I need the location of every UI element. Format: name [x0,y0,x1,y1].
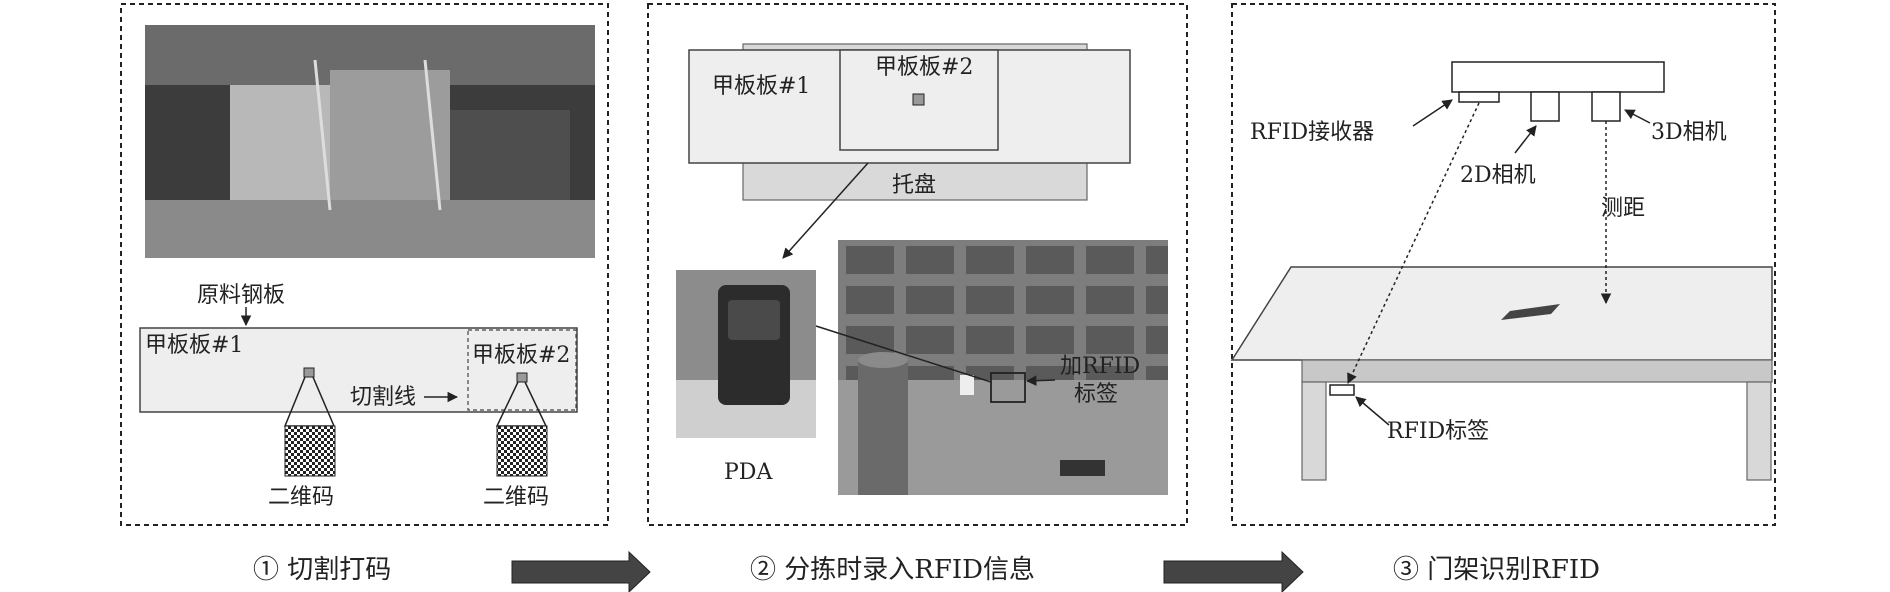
camera-2d-arrow [1514,125,1537,154]
raw-plate-label: 原料钢板 [197,283,285,308]
plate-marker [1501,304,1560,320]
camera-3d-label: 3D相机 [1651,120,1727,145]
steel-structure-photo [838,240,1168,495]
step-2-to-3-arrow [1163,550,1304,592]
tag-arrow [1355,396,1390,426]
p2-plate-2-label: 甲板板#2 [875,55,973,80]
panel-1-frame [120,3,609,526]
qr-label-2: 二维码 [483,485,549,510]
step-3-label: ③ 门架识别RFID [1393,555,1600,585]
cut-line-label: 切割线 [350,385,416,410]
gantry-beam [1451,61,1665,93]
camera-2d-label: 2D相机 [1460,163,1536,188]
add-rfid-label-line2: 标签 [1074,382,1118,407]
rfid-tag-highlight [990,372,1026,403]
p2-plate-1-label: 甲板板#1 [712,74,810,99]
panel-3-frame [1231,3,1776,526]
tag-label: RFID标签 [1387,419,1489,444]
pda-to-tag-line [815,325,992,383]
rfid-tag [1329,384,1355,396]
add-rfid-label-line1: 加RFID [1060,354,1140,379]
rfid-receiver [1458,91,1500,103]
pda-label: PDA [724,460,773,485]
add-rfid-arrow [1025,375,1056,386]
table-leg-right [1746,381,1772,481]
plate-2-label: 甲板板#2 [472,343,570,368]
plate-2-region [467,329,577,411]
qr-code-2 [496,425,548,477]
camera-2d [1530,91,1560,122]
raw-steel-plate [139,327,578,413]
table-leg-left [1301,381,1327,481]
camera-3d-arrow [1624,109,1651,124]
steel-plate-on-table [1230,266,1773,361]
table-top [1301,359,1773,383]
qr-label-1: 二维码 [268,485,334,510]
plate-1-label: 甲板板#1 [145,333,243,358]
qr-code-1 [284,425,336,477]
tray-label: 托盘 [892,173,936,198]
step-1-to-2-arrow [511,550,651,592]
camera-3d [1591,91,1621,122]
plate-to-pda-arrow [782,162,869,259]
step-1-label: ① 切割打码 [253,555,391,585]
receiver-label: RFID接收器 [1250,120,1374,145]
factory-photo [145,25,595,258]
qr-marker-2 [516,372,528,383]
qr-marker-1 [303,367,315,378]
ranging-label: 测距 [1601,196,1645,221]
plate-2-top-view [839,49,999,151]
rfid-tag-marker [912,93,925,106]
receiver-arrow [1412,99,1453,127]
step-2-label: ② 分拣时录入RFID信息 [750,555,1035,585]
pda-photo [676,270,816,438]
